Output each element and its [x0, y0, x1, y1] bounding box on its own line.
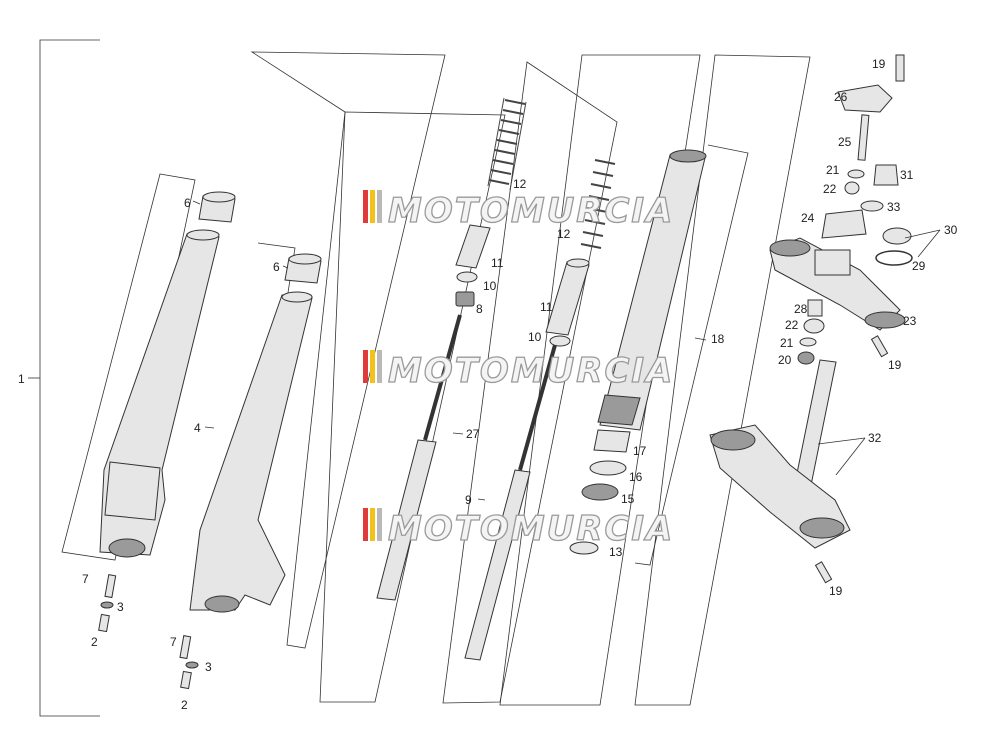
nut-20: [797, 351, 815, 365]
label-33: 33: [887, 200, 901, 214]
fork-slider-left: [99, 229, 220, 558]
cap-30: [882, 227, 912, 245]
label-31: 31: [900, 168, 914, 182]
ring-16: [589, 460, 627, 476]
assembly-bracket: [28, 39, 100, 717]
label-22: 22: [785, 318, 799, 332]
washer-21-mid: [799, 337, 817, 347]
clamp-26: [837, 84, 893, 113]
label-9: 9: [465, 493, 472, 507]
label-7: 7: [170, 635, 177, 649]
watermark-top: MOTOMURCIA: [363, 190, 674, 232]
washer-33: [860, 200, 884, 212]
watermark-middle: MOTOMURCIA: [363, 350, 674, 392]
cap-31: [873, 164, 899, 186]
nut-8: [455, 291, 475, 307]
label-12: 12: [513, 177, 527, 191]
damper-rod-27: [376, 314, 462, 601]
label-13: 13: [609, 545, 623, 559]
spacer-22-mid: [803, 318, 825, 334]
label-8: 8: [476, 302, 483, 316]
clip-13: [569, 541, 599, 555]
label-1: 1: [18, 372, 25, 386]
label-20: 20: [778, 353, 792, 367]
seal-17: [593, 429, 631, 453]
label-21: 21: [780, 336, 794, 350]
fork-tube-18: [597, 149, 707, 431]
label-29: 29: [912, 259, 926, 273]
group-frames: [61, 51, 811, 706]
label-6: 6: [273, 260, 280, 274]
seal-15: [581, 483, 619, 501]
screws-and-washers: [98, 574, 199, 690]
lower-crown-32: [709, 359, 851, 549]
label-23: 23: [903, 314, 917, 328]
watermark-bottom: MOTOMURCIA: [363, 508, 674, 550]
label-11: 11: [491, 256, 504, 270]
spacer-11-a: [455, 224, 491, 269]
washer-10-a: [456, 271, 478, 283]
label-27: 27: [466, 427, 480, 441]
bushing-6-right: [284, 253, 322, 284]
label-26: 26: [834, 90, 848, 104]
label-3: 3: [205, 660, 212, 674]
fork-slider-right: [189, 291, 313, 613]
label-24: 24: [801, 211, 815, 225]
label-7: 7: [82, 572, 89, 586]
oring-29: [875, 250, 913, 266]
label-15: 15: [621, 492, 635, 506]
label-10: 10: [483, 279, 497, 293]
bolt-19-top: [895, 54, 905, 82]
label-21: 21: [826, 163, 840, 177]
clamp-24: [821, 209, 867, 239]
upper-crown-23: [769, 237, 906, 331]
damper-rod-9: [464, 344, 557, 661]
label-16: 16: [629, 470, 643, 484]
label-11: 11: [540, 300, 553, 314]
spring-12-a: [487, 97, 527, 191]
watermark-text: MOTOMURCIA: [388, 191, 674, 231]
spring-12-b: [580, 159, 616, 249]
label-3: 3: [117, 600, 124, 614]
label-2: 2: [91, 635, 98, 649]
label-22: 22: [823, 182, 837, 196]
label-32: 32: [868, 431, 882, 445]
label-19: 19: [888, 358, 902, 372]
spacer-11-b: [545, 258, 590, 336]
label-19: 19: [872, 57, 886, 71]
label-19: 19: [829, 584, 843, 598]
label-6: 6: [184, 196, 191, 210]
label-17: 17: [633, 444, 647, 458]
washer-21-top: [847, 169, 865, 179]
part-labels: 1 2 2 3 3 4 6 6 7 7 8 9 10 10 11 11 12 1…: [18, 57, 958, 712]
label-28: 28: [794, 302, 808, 316]
label-25: 25: [838, 135, 852, 149]
label-12: 12: [557, 227, 571, 241]
label-10: 10: [528, 330, 542, 344]
watermark-text: MOTOMURCIA: [388, 351, 674, 391]
washer-10-b: [549, 335, 571, 347]
label-30: 30: [944, 223, 958, 237]
bushing-6-left: [198, 191, 236, 223]
spacer-22-top: [844, 181, 860, 195]
spacer-28: [807, 299, 823, 317]
leader-lines: [192, 200, 941, 501]
bolt-19-bot: [814, 561, 833, 584]
bolt-25: [857, 114, 870, 161]
label-2: 2: [181, 698, 188, 712]
label-18: 18: [711, 332, 725, 346]
watermark-text: MOTOMURCIA: [388, 509, 674, 549]
label-4: 4: [194, 421, 201, 435]
bolt-19-mid: [870, 335, 889, 358]
